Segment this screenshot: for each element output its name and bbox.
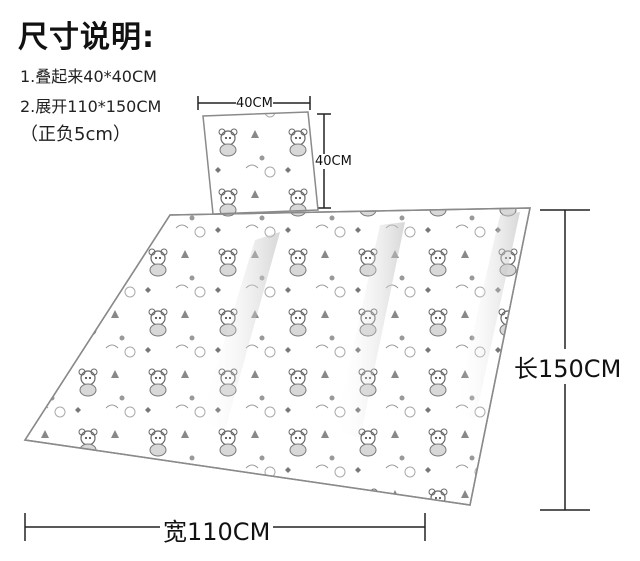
unfolded-size-text: 2.展开110*150CM bbox=[20, 97, 162, 116]
pillow-width-label: 40CM bbox=[236, 96, 273, 111]
folded-size-text: 1.叠起来40*40CM bbox=[20, 67, 157, 86]
tolerance-text: （正负5cm） bbox=[20, 124, 131, 145]
quilt-blanket bbox=[23, 207, 531, 506]
pillow-height-label: 40CM bbox=[315, 154, 352, 169]
length-label: 长150CM bbox=[511, 349, 625, 384]
page-title: 尺寸说明: bbox=[18, 20, 155, 55]
folded-pillow bbox=[202, 111, 319, 215]
width-label: 宽110CM bbox=[160, 512, 274, 547]
